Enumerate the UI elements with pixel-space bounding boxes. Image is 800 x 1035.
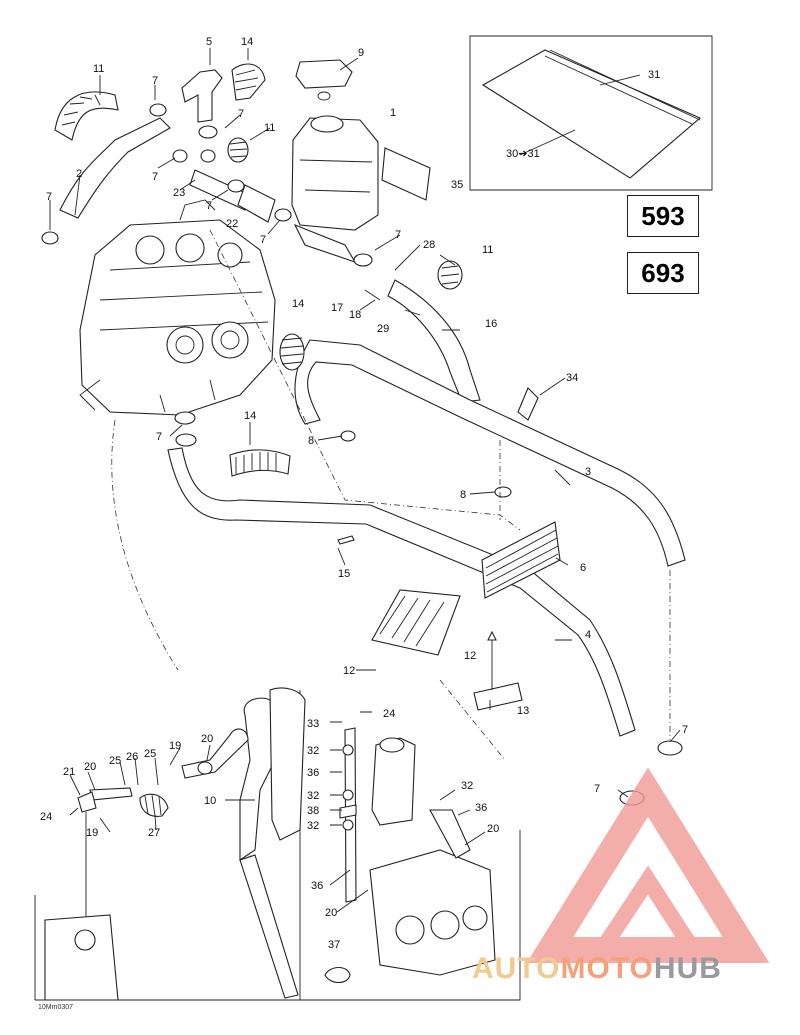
callout-32: 32: [307, 790, 319, 802]
watermark-auto: AUTO: [472, 952, 561, 985]
callout-25: 25: [144, 748, 156, 760]
bottom-inset: [34, 687, 521, 1001]
callout-27: 27: [148, 827, 160, 839]
callout-32: 32: [307, 820, 319, 832]
inset-panel: [469, 35, 713, 191]
callout-9: 9: [358, 47, 364, 59]
callout-11: 11: [482, 244, 493, 256]
callout-8: 8: [460, 489, 466, 501]
callout-11: 11: [264, 122, 275, 134]
callout-15: 15: [338, 568, 350, 580]
model-693-label: 693: [627, 252, 699, 294]
callout-20: 20: [325, 907, 337, 919]
callout-10: 10: [204, 795, 216, 807]
callout-20: 20: [487, 823, 499, 835]
heat-exchanger: [371, 521, 561, 711]
callout-16: 16: [485, 318, 497, 330]
callout-3: 3: [585, 466, 591, 478]
callout-7: 7: [594, 783, 600, 795]
callout-7: 7: [682, 724, 688, 736]
callout-7: 7: [260, 234, 266, 246]
callout-13: 13: [517, 705, 529, 717]
callout-21: 21: [63, 766, 75, 778]
callout-34: 34: [566, 372, 578, 384]
callout-23: 23: [173, 187, 185, 199]
callout-28: 28: [423, 239, 435, 251]
callout-1: 1: [390, 107, 396, 119]
callout-38: 38: [307, 805, 319, 817]
coolant-reservoir: [291, 59, 431, 231]
callout-30-31: 30➔31: [506, 148, 540, 160]
callout-37: 37: [328, 939, 340, 951]
callout-7: 7: [46, 191, 52, 203]
callout-labels: 11 5 14 9 7 7 11 1 2 7 7 23 7 22 7 7 28 …: [40, 36, 688, 951]
callout-19: 19: [169, 740, 181, 752]
watermark-hub: HUB: [653, 952, 722, 985]
leader-lines: [49, 48, 681, 913]
callout-7: 7: [206, 200, 212, 212]
callout-14: 14: [241, 36, 253, 48]
callout-20: 20: [201, 733, 213, 745]
callout-19: 19: [86, 827, 98, 839]
callout-24: 24: [40, 811, 52, 823]
callout-12: 12: [464, 650, 476, 662]
callout-32: 32: [461, 780, 473, 792]
watermark-moto: MOTO: [560, 952, 654, 985]
callout-36: 36: [311, 880, 323, 892]
callout-8: 8: [308, 435, 314, 447]
watermark-logo: [526, 767, 770, 963]
model-593-label: 593: [627, 195, 699, 237]
callout-36: 36: [307, 767, 319, 779]
callout-18: 18: [349, 309, 361, 321]
drawing-code: 10Mm0307: [38, 1004, 74, 1011]
callout-14: 14: [292, 298, 304, 310]
callout-6: 6: [580, 562, 586, 574]
callout-5: 5: [206, 36, 212, 48]
callout-7: 7: [395, 229, 401, 241]
callout-20: 20: [84, 761, 96, 773]
callout-33: 33: [307, 718, 319, 730]
callout-35: 35: [451, 179, 463, 191]
callout-26: 26: [126, 751, 138, 763]
callout-25: 25: [109, 755, 121, 767]
callout-4: 4: [585, 629, 591, 641]
callout-7: 7: [156, 431, 162, 443]
callout-2: 2: [76, 168, 82, 180]
callout-29: 29: [377, 323, 389, 335]
callout-31: 31: [648, 69, 660, 81]
callout-7: 7: [238, 108, 244, 120]
callout-7: 7: [152, 75, 158, 87]
callout-17: 17: [331, 302, 343, 314]
callout-24: 24: [383, 708, 395, 720]
callout-22: 22: [226, 218, 238, 230]
callout-11: 11: [93, 63, 104, 75]
callout-32: 32: [307, 745, 319, 757]
main-coolant-pipes: [167, 333, 686, 737]
engine-block: [79, 199, 276, 416]
callout-14: 14: [244, 410, 256, 422]
callout-36: 36: [475, 802, 487, 814]
watermark-brand: AUTOMOTOHUB: [472, 952, 722, 986]
callout-12: 12: [343, 665, 355, 677]
callout-7: 7: [152, 171, 158, 183]
alignment-lines: [111, 229, 671, 761]
